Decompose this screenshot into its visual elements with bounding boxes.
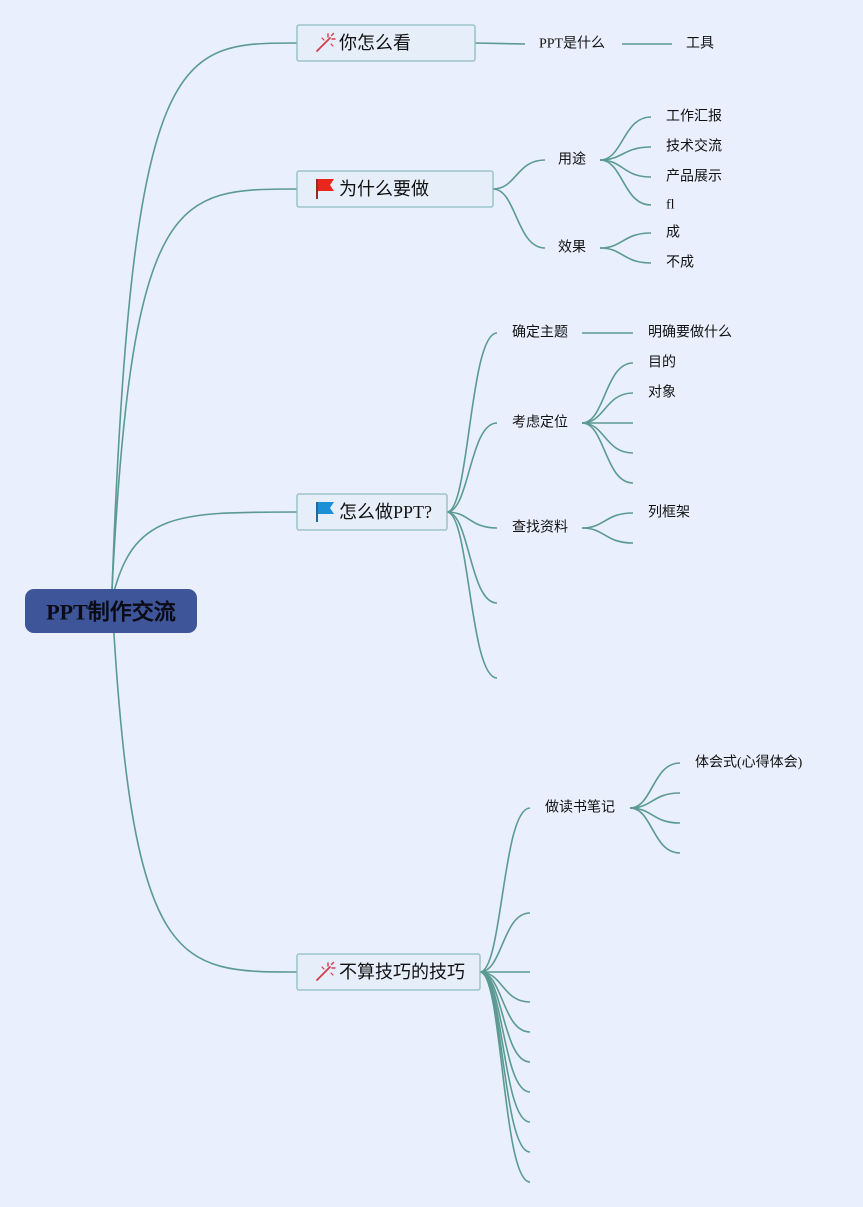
main-topic-box[interactable] — [296, 24, 476, 62]
leaf-label: 体会式(心得体会) — [695, 754, 803, 771]
leaf-connector — [581, 512, 634, 529]
main-topic-label: 怎么做PPT? — [339, 502, 432, 522]
leaf-label: 工作汇报 — [666, 109, 722, 125]
main-topic-label: 为什么要做 — [339, 179, 429, 199]
main-topic-box[interactable] — [296, 170, 494, 208]
root-connector — [111, 511, 298, 601]
subtopic-label: 考虑定位 — [512, 415, 568, 431]
subtopic-connector — [446, 332, 498, 513]
subtopic-label: 用途 — [558, 151, 586, 168]
leaf-label: 技术交流 — [666, 138, 722, 155]
empty-subtopic-line — [446, 511, 498, 604]
empty-subtopic-line — [479, 912, 531, 973]
subtopic-label: 确定主题 — [512, 325, 568, 341]
main-topic-label: 不算技巧的技巧 — [339, 962, 465, 982]
subtopic-label: 做读书笔记 — [545, 799, 615, 816]
leaf-connector — [581, 527, 634, 544]
leaf-label: 明确要做什么 — [648, 325, 732, 341]
subtopic-label: 查找资料 — [512, 520, 568, 536]
leaf-label: 不成 — [666, 255, 694, 271]
subtopic-label: 效果 — [558, 240, 586, 256]
leaf-label: 成 — [666, 225, 680, 241]
leaf-connector — [599, 247, 652, 264]
leaf-connector — [599, 116, 652, 161]
leaf-label: 对象 — [648, 385, 676, 401]
leaf-label: 产品展示 — [666, 169, 722, 185]
main-topic-box[interactable] — [296, 493, 448, 531]
main-topic-label: 你怎么看 — [339, 33, 411, 53]
subtopic-label: PPT是什么 — [539, 36, 605, 52]
subtopic-connector — [492, 159, 546, 190]
leaf-label: 工具 — [686, 37, 714, 52]
root-connector — [111, 599, 298, 973]
leaf-connector — [581, 392, 634, 424]
subtopic-connector — [446, 422, 498, 513]
leaf-connector — [581, 422, 634, 484]
subtopic-connector — [446, 511, 498, 529]
leaf-label: 目的 — [648, 355, 676, 371]
connector-lines — [111, 42, 681, 1183]
subtopic-connector — [479, 807, 531, 973]
subtopic-connector — [492, 188, 546, 249]
main-topic-box[interactable] — [296, 953, 481, 991]
root-topic-box[interactable] — [25, 589, 197, 633]
empty-subtopic-line — [479, 971, 531, 1063]
empty-subtopic-line — [479, 971, 531, 1123]
leaf-connector — [581, 422, 634, 454]
root-connector — [111, 42, 298, 591]
leaf-connector — [599, 232, 652, 249]
leaf-connector — [629, 762, 681, 809]
empty-subtopic-line — [446, 511, 498, 679]
empty-subtopic-line — [479, 971, 531, 1183]
root-connector — [111, 188, 298, 591]
connector-line — [474, 42, 526, 45]
leaf-label: fl — [666, 198, 675, 213]
leaf-connector — [581, 362, 634, 424]
leaf-connector — [599, 159, 652, 206]
leaf-label: 列框架 — [648, 505, 690, 521]
root-topic-label: PPT制作交流 — [46, 600, 176, 625]
leaf-connector — [629, 807, 681, 854]
